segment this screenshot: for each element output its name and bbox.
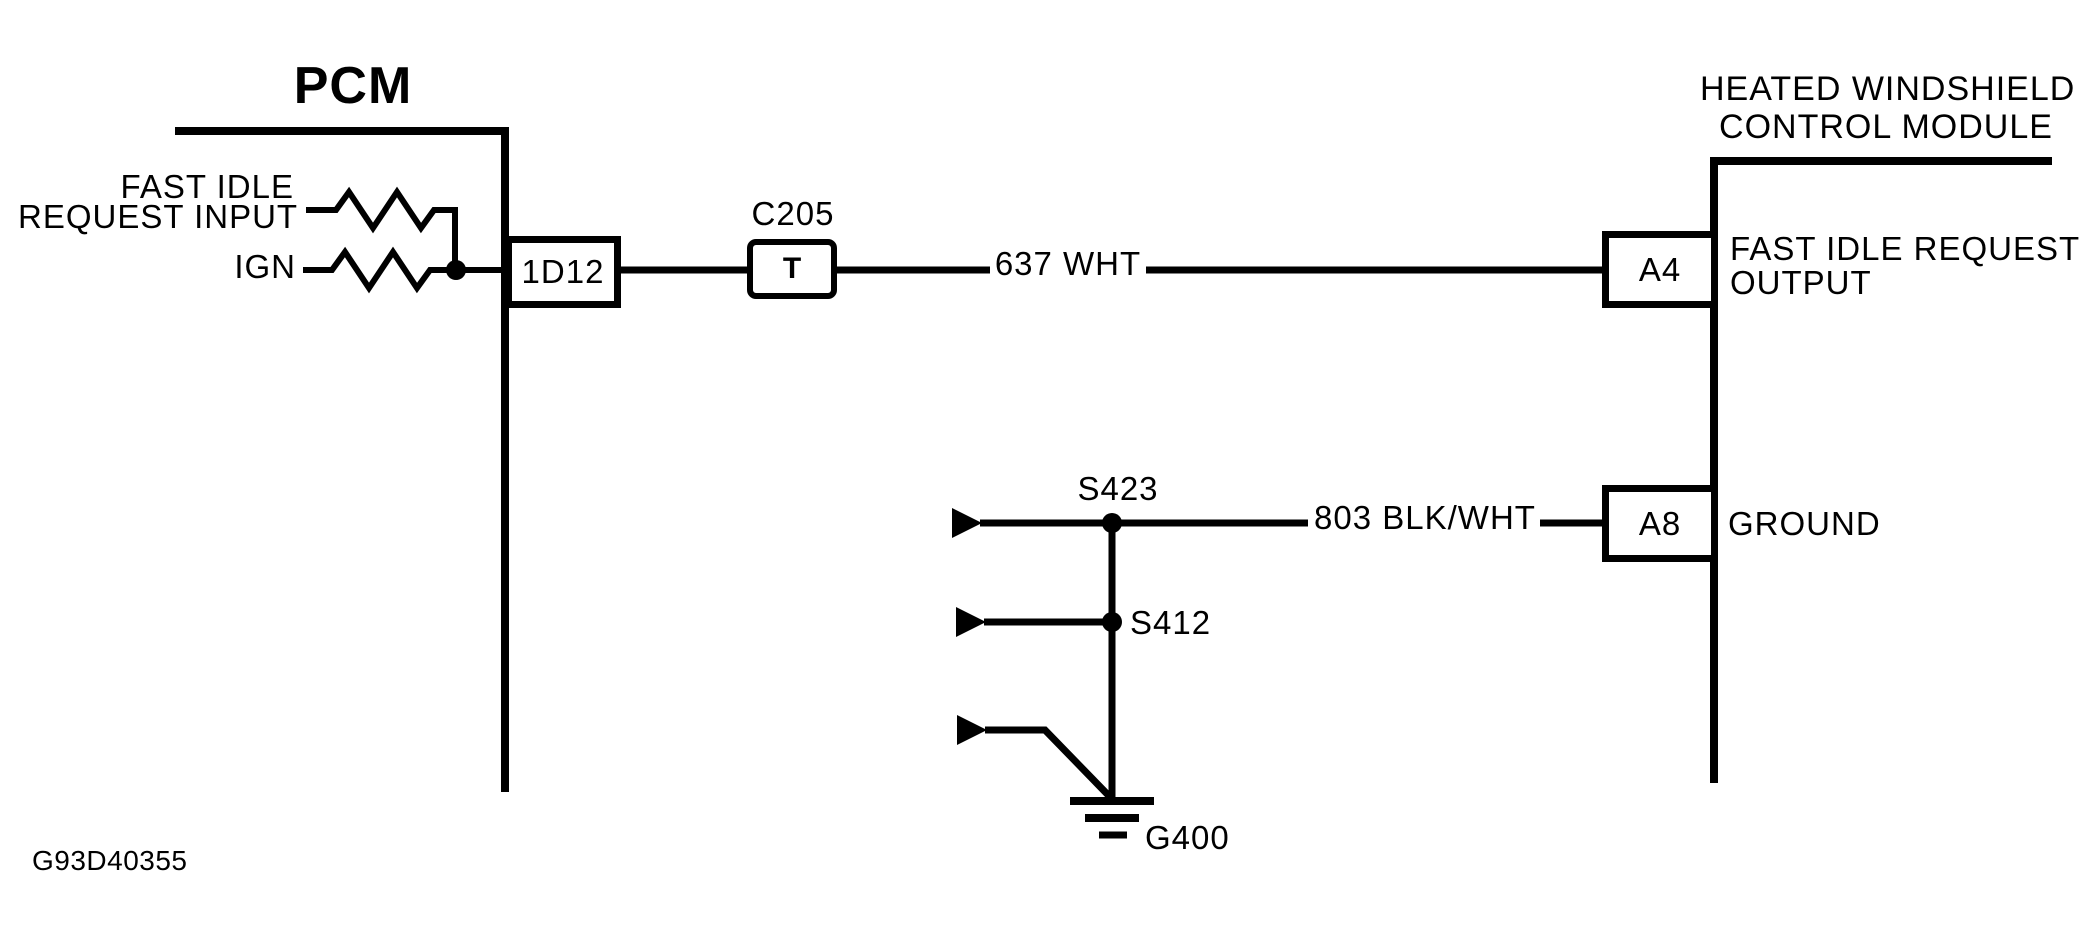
- pcm-module-title: PCM: [293, 57, 413, 115]
- fast-idle-request-output-line1: FAST IDLE REQUEST: [1730, 230, 2081, 267]
- hwcm-pin-a8-label: A8: [1638, 504, 1682, 542]
- fast-idle-request-input-line2: REQUEST INPUT: [18, 198, 299, 235]
- off-page-arrow-icon-1: [952, 508, 982, 538]
- ign-label: IGN: [234, 248, 296, 285]
- resistor-icon-ign: [303, 246, 510, 294]
- diagram-code: G93D40355: [32, 845, 188, 876]
- off-page-arrow-icon-3: [957, 715, 987, 745]
- hwcm-module-outline: [1710, 157, 2052, 783]
- hwcm-pin-a4-label: A4: [1638, 250, 1682, 288]
- splice-s412-label: S412: [1130, 604, 1212, 641]
- ground-pin-label: GROUND: [1728, 505, 1881, 542]
- fast-idle-request-input-line1: FAST IDLE: [120, 168, 294, 205]
- connector-c205-box: T: [747, 239, 837, 299]
- ground-g400-label: G400: [1145, 819, 1230, 856]
- hwcm-module-title-line2: CONTROL MODULE: [1719, 108, 2053, 146]
- pcm-module-outline: [175, 127, 509, 792]
- resistor-icon-fast-idle: [306, 186, 458, 270]
- pcm-pin-box-1d12: 1D12: [505, 236, 621, 308]
- off-page-arrow-icon-2: [956, 607, 986, 637]
- wire-637-label: 637 WHT: [994, 245, 1142, 282]
- hwcm-module-title-line1: HEATED WINDSHIELD: [1700, 70, 2076, 108]
- fast-idle-request-output-line2: OUTPUT: [1730, 264, 1872, 301]
- wire-ground-branch: [985, 726, 1115, 802]
- splice-s423-label: S423: [1077, 470, 1159, 507]
- junction-dot: [446, 260, 466, 280]
- connector-c205-symbol: T: [782, 252, 802, 285]
- hwcm-pin-box-a8: A8: [1602, 485, 1718, 562]
- connector-c205-label: C205: [751, 195, 835, 232]
- wire-803-label: 803 BLK/WHT: [1314, 499, 1536, 536]
- ground-icon: [1070, 797, 1154, 839]
- pcm-pin-1d12-label: 1D12: [521, 253, 605, 290]
- splice-dot-s412: [1102, 612, 1122, 632]
- hwcm-pin-box-a4: A4: [1602, 231, 1718, 308]
